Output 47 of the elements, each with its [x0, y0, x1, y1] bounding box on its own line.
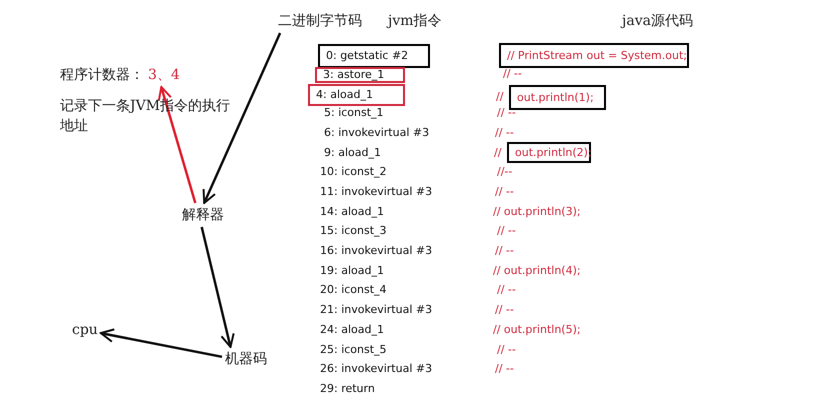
column-heading: jvm指令 — [388, 12, 442, 30]
code-comment: // -- — [495, 184, 514, 199]
arrow — [200, 226, 235, 348]
highlight-box: 0: getstatic #2 — [318, 44, 430, 68]
code-comment: // — [494, 146, 502, 160]
counter-title: 程序计数器： — [60, 67, 144, 83]
code-comment: // — [496, 90, 504, 104]
code-line: 24: aload_1 — [320, 322, 384, 337]
code-comment: //-- — [497, 165, 512, 180]
code-line: 16: invokevirtual #3 — [320, 244, 432, 258]
code-line: 10: iconst_2 — [320, 165, 387, 180]
highlight-box: // PrintStream out = System.out; — [499, 43, 689, 68]
code-line: 20: iconst_4 — [320, 283, 387, 298]
highlight-box: 4: aload_1 — [308, 84, 405, 106]
code-comment: // out.println(3); — [493, 204, 581, 219]
code-comment: // out.println(5); — [493, 322, 581, 337]
counter-value: 3、4 — [148, 67, 180, 83]
code-comment: // -- — [497, 224, 516, 238]
code-line: 19: aload_1 — [320, 264, 384, 278]
code-line: 26: invokevirtual #3 — [320, 362, 432, 376]
code-comment: // -- — [503, 66, 522, 81]
code-line: 29: return — [320, 382, 375, 396]
code-comment: // -- — [497, 342, 516, 356]
code-line: 11: invokevirtual #3 — [320, 184, 432, 199]
interpreter-label: 解释器 — [182, 206, 224, 224]
heading-text: 二进制字节码 — [278, 12, 362, 30]
code-line: 9: aload_1 — [324, 146, 381, 160]
code-line: 15: iconst_3 — [320, 224, 387, 238]
code-comment: // -- — [495, 244, 514, 258]
machine-code-label: 机器码 — [225, 350, 267, 368]
code-comment: // -- — [495, 362, 514, 376]
code-comment: // out.println(4); — [493, 264, 581, 278]
code-line: 21: invokevirtual #3 — [320, 303, 432, 318]
arrow — [202, 32, 282, 204]
column-heading: java源代码 — [622, 12, 693, 30]
code-line: 14: aload_1 — [320, 204, 384, 219]
code-line: 25: iconst_5 — [320, 342, 387, 356]
code-comment: // -- — [495, 303, 514, 318]
code-line: 6: invokevirtual #3 — [324, 126, 430, 140]
highlight-box: 3: astore_1 — [315, 67, 405, 83]
code-line: 5: iconst_1 — [324, 106, 384, 120]
arrow — [100, 328, 222, 358]
highlight-box: out.println(1); — [509, 85, 606, 110]
code-comment: // -- — [495, 126, 514, 140]
cpu-label: cpu — [72, 322, 98, 338]
arrow — [158, 86, 196, 204]
code-comment: // -- — [497, 283, 516, 298]
